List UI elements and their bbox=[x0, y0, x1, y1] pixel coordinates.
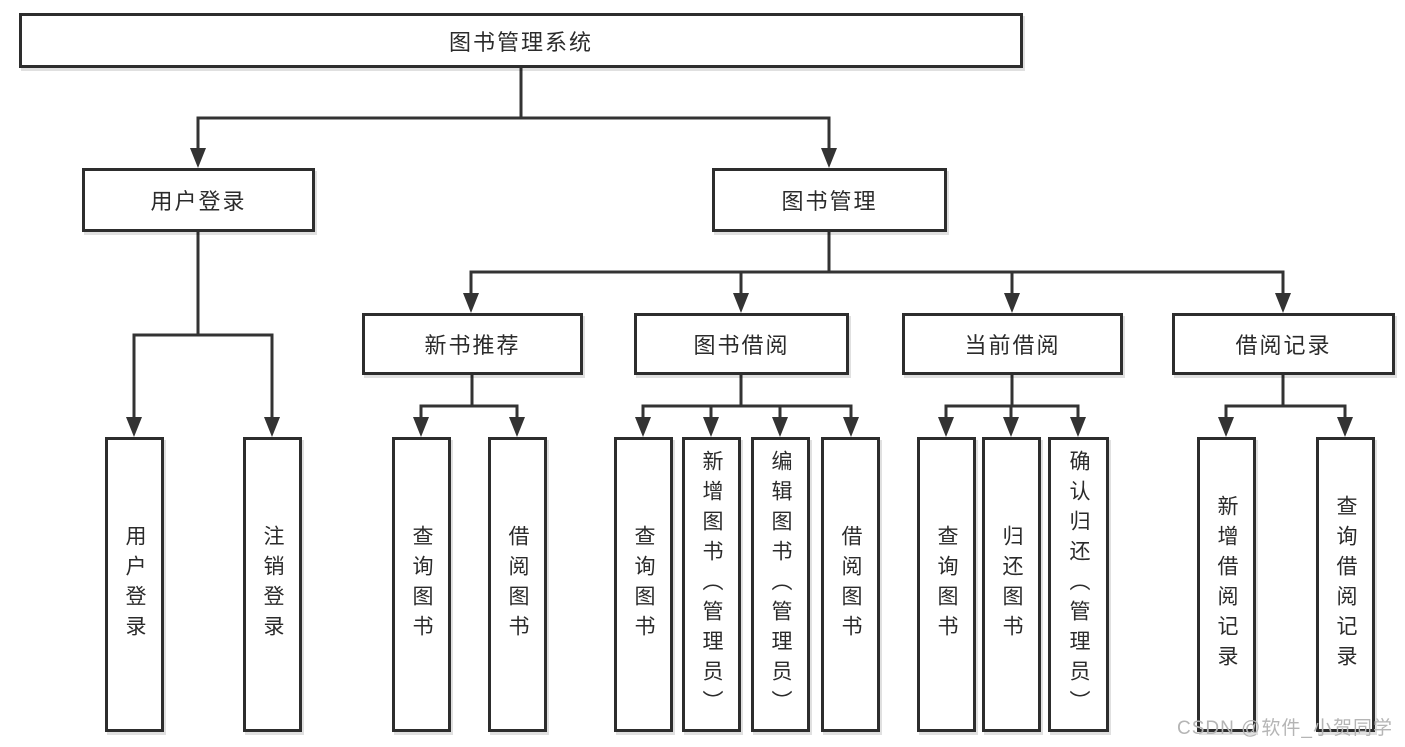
arrow-down-icon bbox=[463, 293, 479, 313]
watermark: CSDN @软件_小贺同学 bbox=[1177, 718, 1393, 739]
node-user-login: 用户登录 bbox=[82, 168, 315, 232]
leaf-label: 借阅图书 bbox=[839, 524, 862, 645]
arrow-down-icon bbox=[733, 293, 749, 313]
node-label: 新书推荐 bbox=[424, 333, 521, 358]
leaf-edit-books-admin: 编辑图书（管理员） bbox=[751, 437, 810, 732]
arrow-down-icon bbox=[821, 148, 837, 168]
node-label: 图书借阅 bbox=[693, 333, 790, 358]
node-borrowing-records: 借阅记录 bbox=[1172, 313, 1395, 375]
arrow-down-icon bbox=[1070, 417, 1086, 437]
leaf-confirm-return-admin: 确认归还（管理员） bbox=[1048, 437, 1109, 732]
arrow-down-icon bbox=[126, 417, 142, 437]
leaf-label: 查询图书 bbox=[935, 524, 958, 645]
arrow-down-icon bbox=[635, 417, 651, 437]
node-library-management-system: 图书管理系统 bbox=[19, 13, 1023, 68]
leaf-query-books-recommend: 查询图书 bbox=[392, 437, 451, 732]
leaf-label: 确认归还（管理员） bbox=[1067, 449, 1090, 720]
arrow-down-icon bbox=[1337, 417, 1353, 437]
leaf-borrow-books-borrow: 借阅图书 bbox=[821, 437, 880, 732]
arrow-down-icon bbox=[772, 417, 788, 437]
leaf-logout-login: 注销登录 bbox=[243, 437, 302, 732]
arrow-down-icon bbox=[843, 417, 859, 437]
leaf-label: 注销登录 bbox=[261, 524, 284, 645]
node-label: 用户登录 bbox=[150, 189, 247, 214]
arrow-down-icon bbox=[1275, 293, 1291, 313]
connector-root-to-level1 bbox=[190, 66, 837, 168]
leaf-query-books-borrow: 查询图书 bbox=[614, 437, 673, 732]
connector-new-book-recommend-to-leaves bbox=[413, 373, 525, 437]
connector-book-borrowing-to-leaves bbox=[635, 373, 859, 437]
leaf-label: 用户登录 bbox=[123, 524, 146, 645]
arrow-down-icon bbox=[703, 417, 719, 437]
node-current-borrowing: 当前借阅 bbox=[902, 313, 1123, 375]
leaf-user-login: 用户登录 bbox=[105, 437, 164, 732]
leaf-label: 查询借阅记录 bbox=[1334, 494, 1357, 675]
node-label: 当前借阅 bbox=[964, 333, 1061, 358]
arrow-down-icon bbox=[938, 417, 954, 437]
leaf-label: 查询图书 bbox=[410, 524, 433, 645]
leaf-label: 查询图书 bbox=[632, 524, 655, 645]
node-label: 图书管理系统 bbox=[448, 29, 593, 55]
arrow-down-icon bbox=[264, 417, 280, 437]
node-book-borrowing: 图书借阅 bbox=[634, 313, 849, 375]
connector-borrowing-records-to-leaves bbox=[1218, 373, 1353, 437]
arrow-down-icon bbox=[1218, 417, 1234, 437]
connector-book-management-to-level2 bbox=[463, 230, 1291, 313]
node-book-management: 图书管理 bbox=[712, 168, 947, 232]
leaf-return-books: 归还图书 bbox=[982, 437, 1041, 732]
arrow-down-icon bbox=[1004, 293, 1020, 313]
node-label: 图书管理 bbox=[781, 189, 878, 214]
leaf-label: 归还图书 bbox=[1000, 524, 1023, 645]
node-new-book-recommend: 新书推荐 bbox=[362, 313, 583, 375]
arrow-down-icon bbox=[1003, 417, 1019, 437]
leaf-label: 新增图书（管理员） bbox=[700, 449, 723, 720]
node-label: 借阅记录 bbox=[1235, 333, 1332, 358]
leaf-add-books-admin: 新增图书（管理员） bbox=[682, 437, 741, 732]
leaf-add-borrow-record: 新增借阅记录 bbox=[1197, 437, 1256, 732]
arrow-down-icon bbox=[190, 148, 206, 168]
arrow-down-icon bbox=[413, 417, 429, 437]
leaf-label: 新增借阅记录 bbox=[1215, 494, 1238, 675]
leaf-borrow-books-recommend: 借阅图书 bbox=[488, 437, 547, 732]
leaf-label: 借阅图书 bbox=[506, 524, 529, 645]
connector-user-login-to-leaves bbox=[126, 230, 280, 437]
arrow-down-icon bbox=[509, 417, 525, 437]
leaf-query-books-current: 查询图书 bbox=[917, 437, 976, 732]
connector-current-borrowing-to-leaves bbox=[938, 373, 1086, 437]
leaf-label: 编辑图书（管理员） bbox=[769, 449, 792, 720]
leaf-query-borrow-record: 查询借阅记录 bbox=[1316, 437, 1375, 732]
